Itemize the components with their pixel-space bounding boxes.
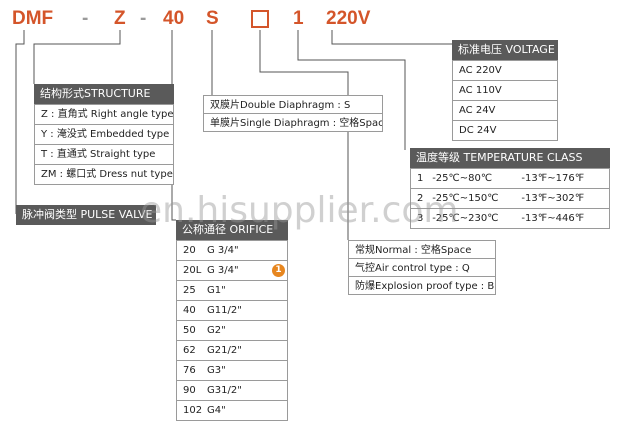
orifice-size: 20 <box>183 245 196 256</box>
temperature-row: 1 -25℃~80℃ -13℉~176℉ <box>410 168 610 189</box>
orifice-thread: G11/2" <box>207 305 242 316</box>
structure-panel: 结构形式STRUCTURE Z : 直角式 Right angle type Y… <box>34 84 174 185</box>
code-blank-box <box>251 10 269 28</box>
temperature-header: 温度等级 TEMPERATURE CLASS <box>410 148 610 168</box>
orifice-size: 90 <box>183 385 196 396</box>
temperature-row: 3 -25℃~230℃ -13℉~446℉ <box>410 209 610 229</box>
code-40: 40 <box>163 8 185 29</box>
voltage-panel: 标准电压 VOLTAGE AC 220V AC 110V AC 24V DC 2… <box>452 40 558 141</box>
orifice-row: 20L G 3/4" 1 <box>176 261 288 281</box>
structure-row: ZM : 螺口式 Dress nut type <box>34 165 174 185</box>
pulse-valve-label: 脉冲阀类型 PULSE VALVE <box>16 205 156 225</box>
connector-dmf <box>15 30 25 214</box>
temperature-row: 2 -25℃~150℃ -13℉~302℉ <box>410 189 610 209</box>
orifice-size: 40 <box>183 305 196 316</box>
type-option-row: 防爆Explosion proof type : B <box>348 276 496 295</box>
orifice-thread: G21/2" <box>207 345 242 356</box>
orifice-thread: G4" <box>207 405 226 416</box>
orifice-thread: G2" <box>207 325 226 336</box>
voltage-row: AC 110V <box>452 81 558 101</box>
orifice-row: 25 G1" <box>176 281 288 301</box>
voltage-row: AC 220V <box>452 60 558 81</box>
temp-num: 2 <box>417 193 424 204</box>
voltage-header: 标准电压 VOLTAGE <box>452 40 558 60</box>
type-option-row: 气控Air control type : Q <box>348 258 496 277</box>
type-option-row: 常规Normal : 空格Space <box>348 240 496 259</box>
temp-fahrenheit: -13℉~176℉ <box>521 173 585 184</box>
connector-1 <box>297 30 406 150</box>
code-dash-2: - <box>140 8 147 29</box>
pulse-valve-panel: 脉冲阀类型 PULSE VALVE <box>16 205 156 225</box>
orifice-row: 20 G 3/4" <box>176 240 288 261</box>
structure-row: T : 直通式 Straight type <box>34 145 174 165</box>
orifice-thread: G1" <box>207 285 226 296</box>
code-s: S <box>206 8 219 29</box>
code-dash-1: - <box>82 8 89 29</box>
orifice-size: 50 <box>183 325 196 336</box>
orifice-thread: G 3/4" <box>207 245 239 256</box>
temp-fahrenheit: -13℉~446℉ <box>521 213 585 224</box>
orifice-size: 76 <box>183 365 196 376</box>
structure-header: 结构形式STRUCTURE <box>34 84 174 104</box>
orifice-row: 50 G2" <box>176 321 288 341</box>
orifice-row: 76 G3" <box>176 361 288 381</box>
orifice-size: 25 <box>183 285 196 296</box>
code-220v: 220V <box>326 8 371 29</box>
orifice-row: 40 G11/2" <box>176 301 288 321</box>
connector-220v <box>331 30 452 45</box>
diaphragm-row: 双膜片Double Diaphragm : S <box>203 95 383 114</box>
temp-celsius: -25℃~150℃ <box>432 193 499 204</box>
orifice-row: 90 G31/2" <box>176 381 288 401</box>
structure-row: Z : 直角式 Right angle type <box>34 104 174 125</box>
orifice-header: 公称通径 ORIFICE <box>176 220 288 240</box>
temp-num: 1 <box>417 173 424 184</box>
orifice-thread: G31/2" <box>207 385 242 396</box>
temp-celsius: -25℃~80℃ <box>432 173 493 184</box>
voltage-row: AC 24V <box>452 101 558 121</box>
temp-fahrenheit: -13℉~302℉ <box>521 193 585 204</box>
diaphragm-row: 单膜片Single Diaphragm : 空格Space <box>203 113 383 132</box>
temp-num: 3 <box>417 213 424 224</box>
number-badge: 1 <box>272 264 285 277</box>
code-z: Z <box>114 8 126 29</box>
orifice-row: 62 G21/2" <box>176 341 288 361</box>
connector-box <box>259 30 349 240</box>
voltage-row: DC 24V <box>452 121 558 141</box>
code-1: 1 <box>293 8 304 29</box>
orifice-size: 20L <box>183 265 202 276</box>
code-dmf: DMF <box>12 8 54 29</box>
temperature-panel: 温度等级 TEMPERATURE CLASS 1 -25℃~80℃ -13℉~1… <box>410 148 610 229</box>
temp-celsius: -25℃~230℃ <box>432 213 499 224</box>
orifice-thread: G3" <box>207 365 226 376</box>
structure-row: Y : 淹没式 Embedded type <box>34 125 174 145</box>
orifice-thread: G 3/4" <box>207 265 239 276</box>
orifice-panel: 公称通径 ORIFICE 20 G 3/4" 20L G 3/4" 1 25 G1" 4… <box>176 220 288 421</box>
connector-z <box>33 30 121 84</box>
orifice-size: 62 <box>183 345 196 356</box>
